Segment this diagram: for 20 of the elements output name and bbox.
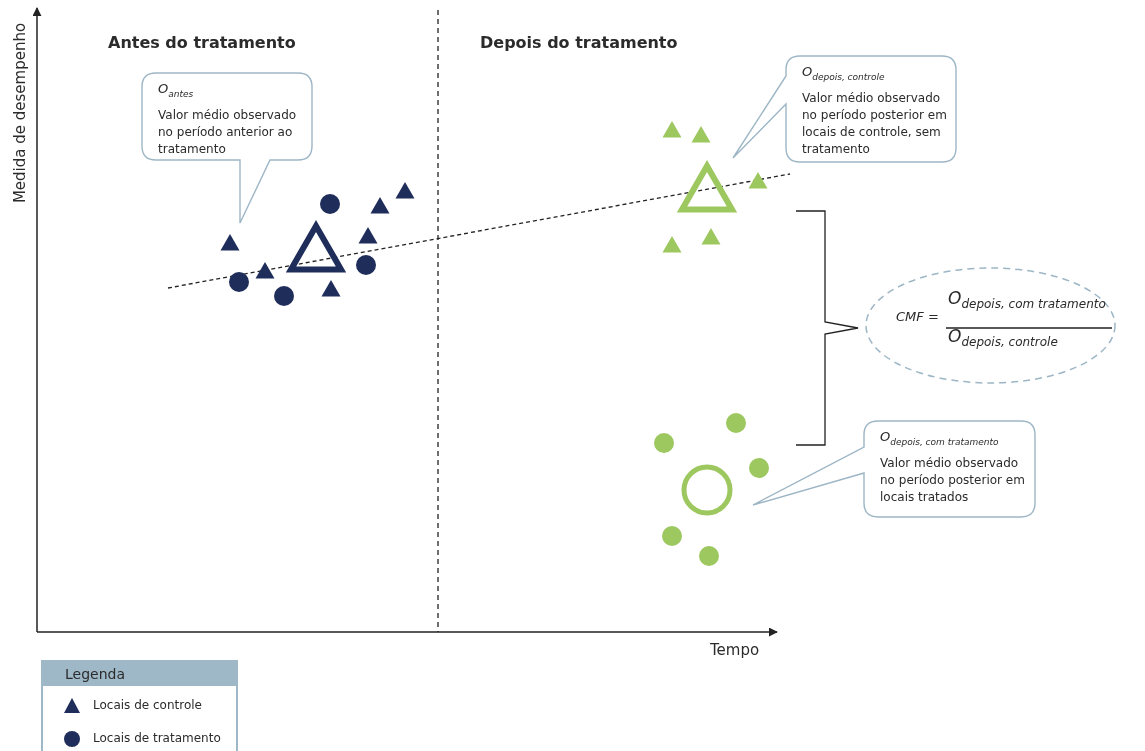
section-heading: Depois do tratamento (480, 33, 678, 52)
callout-text: Valor médio observado no período posterior em locais de controle, sem tratamento (802, 90, 948, 158)
callout-bubble (753, 421, 1037, 520)
numerator: O$_{depois, com tratamento}$ (948, 288, 1106, 312)
callout-text: Valor médio observado no período anterior ao tratamento (158, 107, 298, 158)
formula-ellipse (864, 266, 1117, 385)
callout-symbol: O$_{antes}$ (158, 81, 194, 99)
axis-title: Tempo (710, 641, 760, 659)
axis-title: Medida de desempenho (11, 21, 29, 206)
legend-label: Locais de tratamento (93, 731, 221, 745)
legend-header: Legenda (43, 662, 236, 686)
legend-label: Locais de controle (93, 698, 202, 712)
formula-text: CMF = (896, 308, 939, 324)
callout-bubble (142, 73, 314, 226)
callout-symbol: O$_{depois, controle}$ (802, 64, 885, 82)
section-heading: Antes do tratamento (108, 33, 296, 52)
callout-text: Valor médio observado no período posterior em locais tratados (880, 455, 1026, 506)
callout-symbol: O$_{depois, com tratamento}$ (880, 429, 999, 447)
denominator: O$_{depois, controle}$ (948, 326, 1058, 350)
callout-bubble (733, 56, 958, 164)
